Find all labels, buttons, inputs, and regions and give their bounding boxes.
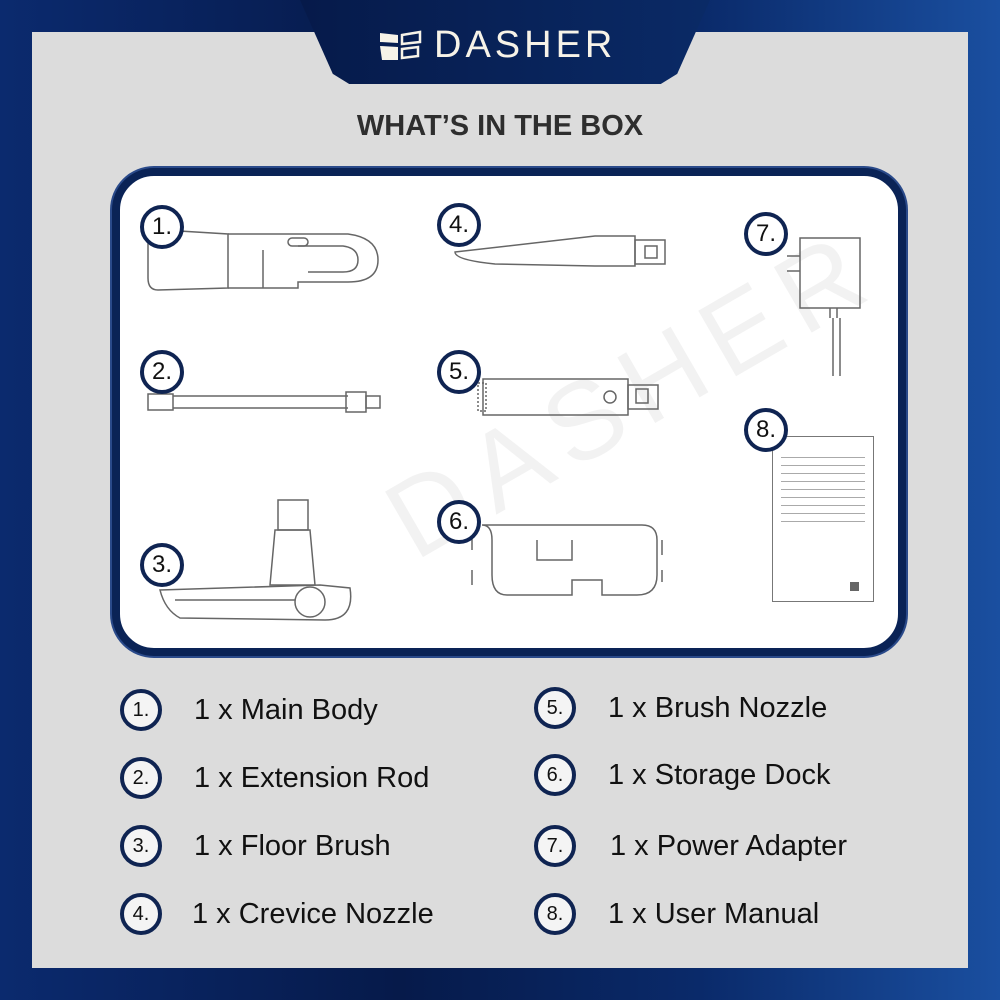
item-text: 1 x Storage Dock — [608, 758, 831, 791]
item-text: 1 x User Manual — [608, 897, 820, 930]
label-badge-6: 6. — [437, 500, 481, 544]
header-tab — [300, 0, 710, 84]
user-manual-illustration — [772, 436, 874, 602]
label-badge-5: 5. — [437, 350, 481, 394]
list-item: 4. 1 x Crevice Nozzle — [120, 893, 434, 935]
list-item: 3. 1 x Floor Brush — [120, 825, 391, 867]
item-text: 1 x Power Adapter — [610, 829, 847, 862]
item-number: 8. — [534, 893, 576, 935]
item-number: 2. — [120, 757, 162, 799]
label-badge-7: 7. — [744, 212, 788, 256]
storage-dock-illustration — [471, 524, 663, 596]
item-text: 1 x Brush Nozzle — [608, 691, 828, 724]
brush-nozzle-illustration — [477, 378, 659, 416]
item-number: 4. — [120, 893, 162, 935]
dasher-logo-icon — [380, 30, 422, 60]
item-number: 5. — [534, 687, 576, 729]
item-number: 3. — [120, 825, 162, 867]
label-badge-8: 8. — [744, 408, 788, 452]
brand-logo: DASHER — [378, 24, 616, 67]
extension-rod-illustration — [147, 391, 381, 413]
label-badge-4: 4. — [437, 203, 481, 247]
brand-name: DASHER — [434, 24, 617, 66]
label-badge-2: 2. — [140, 350, 184, 394]
item-text: 1 x Main Body — [194, 693, 378, 726]
item-text: 1 x Crevice Nozzle — [192, 897, 434, 930]
page-title: WHAT’S IN THE BOX — [356, 110, 644, 142]
item-text: 1 x Floor Brush — [194, 829, 391, 862]
list-item: 7. 1 x Power Adapter — [534, 825, 847, 867]
item-text: 1 x Extension Rod — [194, 761, 430, 794]
label-badge-3: 3. — [140, 543, 184, 587]
item-number: 1. — [120, 689, 162, 731]
main-body-illustration — [147, 228, 379, 291]
power-adapter-illustration — [787, 237, 861, 376]
list-item: 6. 1 x Storage Dock — [534, 754, 830, 796]
item-number: 6. — [534, 754, 576, 796]
crevice-nozzle-illustration — [454, 235, 666, 267]
list-item: 1. 1 x Main Body — [120, 689, 378, 731]
list-item: 8. 1 x User Manual — [534, 893, 819, 935]
item-number: 7. — [534, 825, 576, 867]
label-badge-1: 1. — [140, 205, 184, 249]
list-item: 5. 1 x Brush Nozzle — [534, 687, 827, 729]
list-item: 2. 1 x Extension Rod — [120, 757, 429, 799]
floor-brush-illustration — [159, 499, 352, 621]
